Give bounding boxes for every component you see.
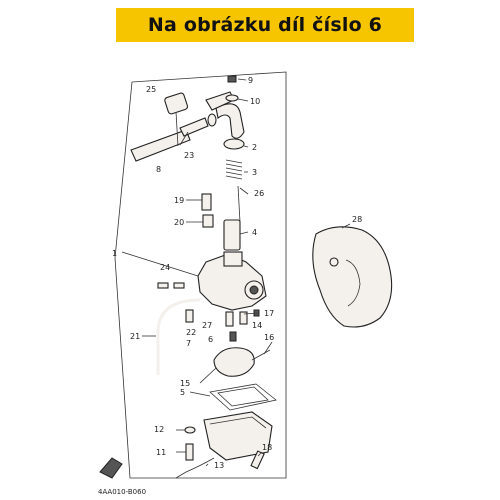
label-5: 5 bbox=[180, 388, 185, 397]
part-26-needle bbox=[238, 186, 240, 222]
label-23: 23 bbox=[184, 151, 194, 160]
label-3: 3 bbox=[252, 168, 257, 177]
label-21: 21 bbox=[130, 332, 140, 341]
label-18: 18 bbox=[262, 443, 272, 452]
diagram-code: 4AA010-B060 bbox=[98, 488, 146, 496]
part-11-screw bbox=[186, 444, 193, 460]
part-20-screw bbox=[203, 215, 213, 227]
part-9-screw bbox=[228, 76, 236, 82]
carburetor-top bbox=[224, 252, 242, 266]
part-21-vent-tube-inner bbox=[158, 300, 200, 375]
label-26: 26 bbox=[254, 189, 264, 198]
label-2: 2 bbox=[252, 143, 257, 152]
part-23-ring bbox=[208, 114, 216, 126]
part-4-throttle-valve bbox=[224, 220, 240, 250]
part-16-pin bbox=[252, 350, 270, 360]
label-20: 20 bbox=[174, 218, 184, 227]
label-25: 25 bbox=[146, 85, 156, 94]
label-16: 16 bbox=[264, 333, 274, 342]
front-arrow-icon bbox=[100, 458, 122, 478]
part-24-screw-b bbox=[174, 283, 184, 288]
part-6-main-jet bbox=[230, 332, 236, 341]
part-3-spring bbox=[226, 160, 242, 179]
label-7: 7 bbox=[186, 339, 191, 348]
part-8-hose bbox=[131, 130, 190, 161]
part-19-screw bbox=[202, 194, 211, 210]
part-24-screw-a bbox=[158, 283, 168, 288]
label-22: 22 bbox=[186, 328, 196, 337]
part-12-washer bbox=[185, 427, 195, 433]
label-14: 14 bbox=[252, 321, 262, 330]
label-1: 1 bbox=[112, 249, 117, 258]
label-9: 9 bbox=[248, 76, 253, 85]
part-2-cap bbox=[224, 139, 244, 149]
part-5-gasket bbox=[210, 384, 276, 410]
part-28-cover bbox=[313, 227, 392, 327]
part-15-float bbox=[214, 348, 254, 377]
part-27-screw bbox=[226, 312, 233, 326]
label-12: 12 bbox=[154, 425, 164, 434]
part-25-cap bbox=[164, 92, 188, 114]
part-28-cover-hole bbox=[330, 258, 338, 266]
label-13: 13 bbox=[214, 461, 224, 470]
part-10-washer bbox=[226, 95, 238, 101]
label-6: 6 bbox=[208, 335, 213, 344]
label-4: 4 bbox=[252, 228, 257, 237]
label-24: 24 bbox=[160, 263, 170, 272]
part-23-tube bbox=[180, 118, 208, 136]
label-10: 10 bbox=[250, 97, 260, 106]
label-28: 28 bbox=[352, 215, 362, 224]
part-elbow-fitting bbox=[216, 104, 244, 138]
label-8: 8 bbox=[156, 165, 161, 174]
carburetor-bore-inner bbox=[250, 286, 258, 294]
label-11: 11 bbox=[156, 448, 166, 457]
part-13-drain-hose bbox=[176, 458, 214, 478]
label-17: 17 bbox=[264, 309, 274, 318]
label-27: 27 bbox=[202, 321, 212, 330]
label-15: 15 bbox=[180, 379, 190, 388]
label-19: 19 bbox=[174, 196, 184, 205]
part-22-screw bbox=[186, 310, 193, 322]
